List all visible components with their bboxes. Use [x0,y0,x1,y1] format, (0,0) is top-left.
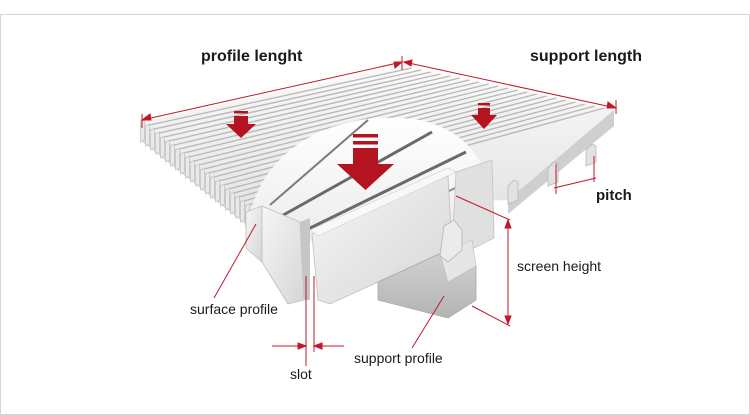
screen-height-label: screen height [517,258,602,274]
panel-bar-end [175,147,180,171]
support-length-dimension [403,61,617,109]
support-length-label: support length [530,48,642,65]
support-profile-leader [411,295,445,349]
panel-bar-end [210,175,215,199]
pitch-label: pitch [596,187,632,204]
down-arrow-icon [337,134,394,190]
panel-slot-line [159,73,441,139]
down-arrow-icon [226,111,256,138]
panel-bar-end [205,171,210,195]
panel-bar-end [240,199,245,223]
panel-bar-end [180,151,185,175]
surface-profile-leader [213,223,257,299]
surface-profile-bar-2-side [300,218,310,300]
panel-bar-end [220,183,225,207]
panel-right-edge [508,110,614,214]
panel-bar-end [235,195,240,219]
panel-slot-line [154,71,432,135]
panel-bar-end [195,163,200,187]
panel-slot-line [179,81,480,155]
profile-length-label: profile lenght [201,48,303,65]
panel-bar-end [145,123,150,147]
panel-bar-end [155,131,160,155]
surface-profile-label: surface profile [190,301,278,317]
slot-label: slot [290,366,312,382]
panel-slot-line [174,79,470,151]
panel-bar-end [230,191,235,215]
panel-slot-line [149,69,422,131]
panel-bar-end [200,167,205,191]
panel-bar-end [150,127,155,151]
panel-bar-end [160,135,165,159]
surface-profile-bar-2 [261,205,305,305]
panel-bar-end [170,143,175,167]
panel-slot-line [169,77,460,147]
panel-bar-end [215,179,220,203]
panel-bar-end [165,139,170,163]
panel-bar-end [190,159,195,183]
dimension-lines [140,56,618,366]
panel-slot-line [144,67,412,127]
down-arrow-icon [471,103,497,129]
panel-slot-line [164,75,451,143]
support-profile-label: support profile [354,350,443,366]
magnified-slot-1 [269,119,369,206]
panel-bar-end [185,155,190,179]
grating-panel [140,66,614,228]
magnified-slot-3 [301,150,467,234]
pitch-dimension [553,177,597,189]
panel-bar-end [225,187,230,211]
support-profile-tooth [439,219,463,263]
panel-slot-line [184,83,489,159]
surface-profile-bar-1 [245,205,263,263]
profile-length-dimension [141,61,403,121]
